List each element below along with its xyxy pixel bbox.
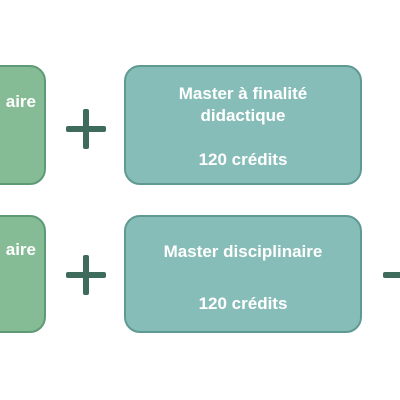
row2-plus-icon [66, 255, 106, 295]
row1-right-title-line1: Master à finalité [178, 84, 308, 103]
row1-left-text: aire [5, 92, 36, 111]
row2-left-text: aire [5, 240, 36, 259]
row2-right-title: Master disciplinaire [163, 242, 323, 261]
row1-right-box: Master à finalité didactique 120 crédits [124, 65, 362, 185]
row1-plus-icon [66, 109, 106, 149]
row1-right-credits: 120 crédits [198, 150, 288, 169]
row2-left-box: aire [0, 215, 46, 333]
row2-plus-right-icon [383, 255, 400, 295]
row1-right-title: Master à finalité didactique [126, 83, 360, 127]
row2-right-box: Master disciplinaire 120 crédits [124, 215, 362, 333]
row1-right-title-line2: didactique [200, 106, 286, 126]
row2-right-credits: 120 crédits [198, 294, 288, 313]
row1-left-box: aire [0, 65, 46, 185]
